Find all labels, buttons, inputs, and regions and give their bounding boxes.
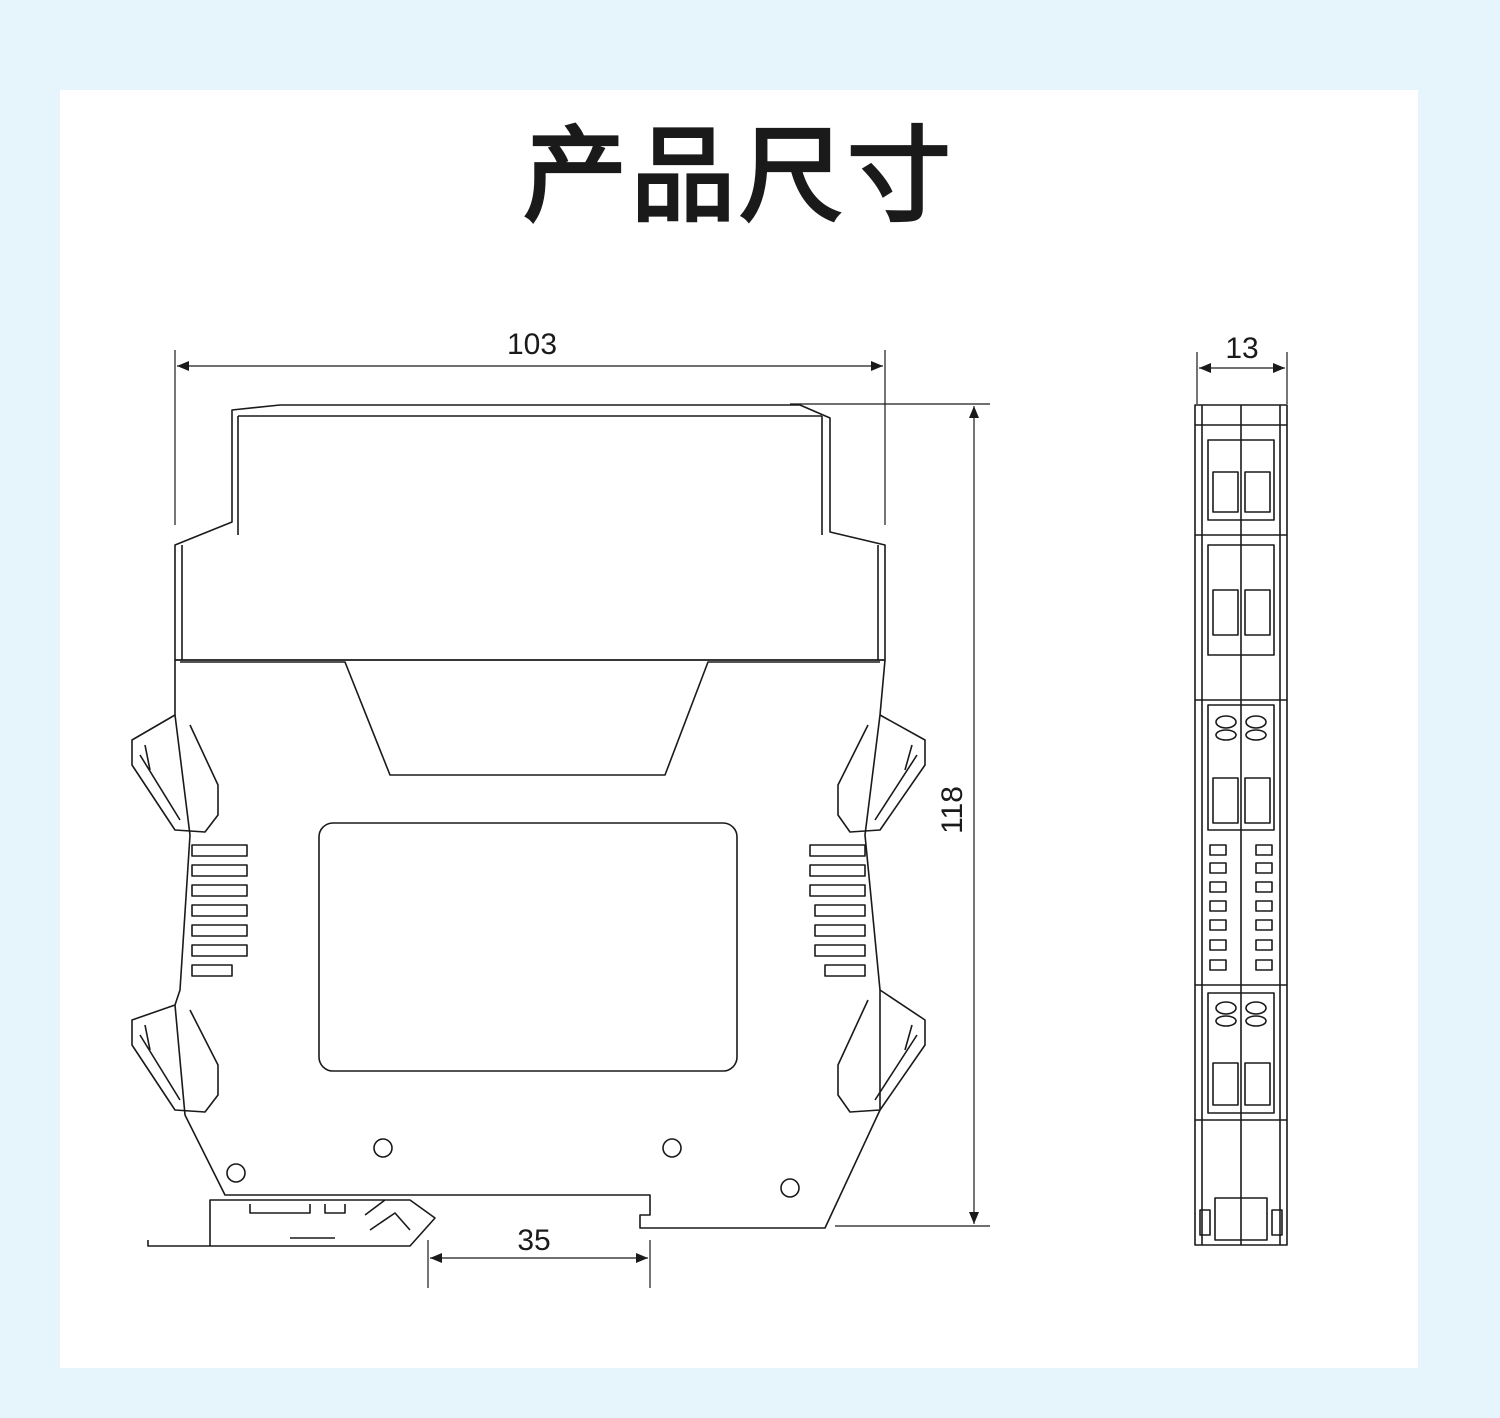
side-terminal-block-1: [1207, 439, 1275, 521]
page-title: 产品尺寸: [522, 115, 955, 237]
right-latch-upper: [837, 714, 926, 833]
left-latch-lower: [131, 1004, 219, 1113]
side-terminal-block-2: [1207, 544, 1275, 656]
dim-text-35: 35: [517, 1224, 550, 1257]
left-latch-upper: [131, 714, 219, 833]
hole-4: [780, 1178, 800, 1198]
dim-text-118: 118: [936, 786, 969, 834]
hole-3: [226, 1163, 246, 1183]
dim-text-103: 103: [507, 328, 557, 361]
side-terminal-block-3: [1207, 704, 1275, 831]
front-view: [131, 404, 926, 1247]
front-top-cap: [174, 404, 886, 661]
content-card: 产品尺寸: [60, 90, 1418, 1368]
right-terminal-teeth: [809, 844, 866, 977]
hole-1: [373, 1138, 393, 1158]
front-body: [174, 659, 886, 1229]
right-latch-lower: [837, 989, 926, 1113]
label-area: [318, 822, 738, 1072]
side-connector-teeth: [1209, 844, 1273, 971]
side-view: [1194, 404, 1288, 1246]
dimension-lines: [174, 350, 1288, 1288]
side-rail-clip: [1199, 1197, 1283, 1241]
front-window: [180, 661, 880, 776]
left-terminal-teeth: [191, 844, 248, 977]
hole-2: [662, 1138, 682, 1158]
dim-text-13: 13: [1225, 332, 1258, 365]
side-terminal-block-4: [1207, 992, 1275, 1114]
din-rail-clip: [147, 1199, 436, 1247]
